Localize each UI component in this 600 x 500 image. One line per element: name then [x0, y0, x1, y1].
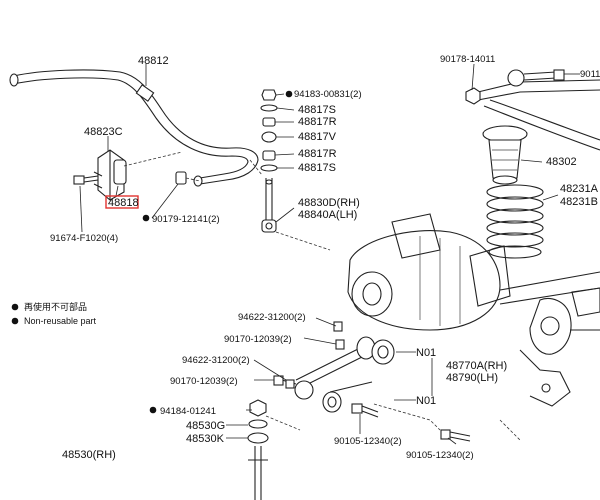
leader-lines [79, 63, 580, 445]
non-reusable-dot [149, 406, 157, 414]
label-90105-b: 90105-12340(2) [406, 450, 474, 461]
label-48817R-b: 48817R [298, 148, 337, 160]
non-reusable-markers [11, 90, 293, 414]
label-48817R-a: 48817R [298, 116, 337, 128]
label-48790: 48790(LH) [446, 372, 498, 384]
label-94184: 94184-01241 [160, 406, 216, 417]
label-48812: 48812 [138, 55, 169, 67]
label-9011: 9011 [580, 69, 600, 80]
legend-dot-icon [11, 317, 19, 325]
label-48840A: 48840A(LH) [298, 209, 357, 221]
label-48817S-b: 48817S [298, 162, 336, 174]
bolt-90105-b [440, 429, 471, 442]
label-48818[interactable]: 48818 [108, 197, 139, 209]
upper-control-arm [465, 69, 600, 151]
label-90178: 90178-14011 [440, 54, 495, 65]
label-48231A: 48231A [560, 183, 599, 195]
label-N01-b: N01 [416, 395, 436, 407]
label-90170-a: 90170-12039(2) [224, 334, 292, 345]
label-48530G: 48530G [186, 420, 225, 432]
stabilizer-link-stack [260, 89, 278, 233]
label-90170-b: 90170-12039(2) [170, 376, 238, 387]
label-48817S-a: 48817S [298, 104, 336, 116]
highlight-box [105, 195, 139, 209]
nut-90179 [175, 171, 187, 185]
label-94622-a: 94622-31200(2) [238, 312, 306, 323]
coil-spring [486, 184, 544, 259]
axle-housing [347, 213, 600, 407]
label-48530K: 48530K [186, 433, 225, 445]
legend: 再使用不可部品 Non-reusable part [24, 301, 97, 326]
label-94622-b: 94622-31200(2) [182, 355, 250, 366]
shock-absorber [247, 399, 269, 500]
stabilizer-bar [9, 69, 259, 187]
bump-stopper-48302 [482, 125, 528, 185]
label-48530: 48530(RH) [62, 449, 116, 461]
lower-control-arm [281, 336, 395, 413]
part-labels: 48812 48823C 48818 91674-F1020(4) 90179-… [50, 54, 600, 461]
label-90179: 90179-12141(2) [152, 214, 220, 225]
label-90105-a: 90105-12340(2) [334, 436, 402, 447]
label-48823C: 48823C [84, 126, 123, 138]
legend-en-text: Non-reusable part [24, 316, 97, 326]
non-reusable-dot [285, 90, 293, 98]
legend-jp-text: 再使用不可部品 [24, 301, 87, 312]
bolt-90105-a [351, 403, 379, 418]
label-48817V: 48817V [298, 131, 337, 143]
nuts-lower-arm [273, 321, 345, 389]
label-48770A: 48770A(RH) [446, 360, 507, 372]
label-48830D: 48830D(RH) [298, 197, 360, 209]
label-94183: 94183-00831(2) [294, 89, 362, 100]
label-91674: 91674-F1020(4) [50, 233, 118, 244]
label-48231B: 48231B [560, 196, 598, 208]
bolt-91674 [73, 175, 99, 185]
label-N01-a: N01 [416, 347, 436, 359]
legend-dot-icon [11, 303, 19, 311]
non-reusable-dot [142, 214, 150, 222]
stabilizer-bracket [93, 149, 127, 201]
label-48302: 48302 [546, 156, 577, 168]
